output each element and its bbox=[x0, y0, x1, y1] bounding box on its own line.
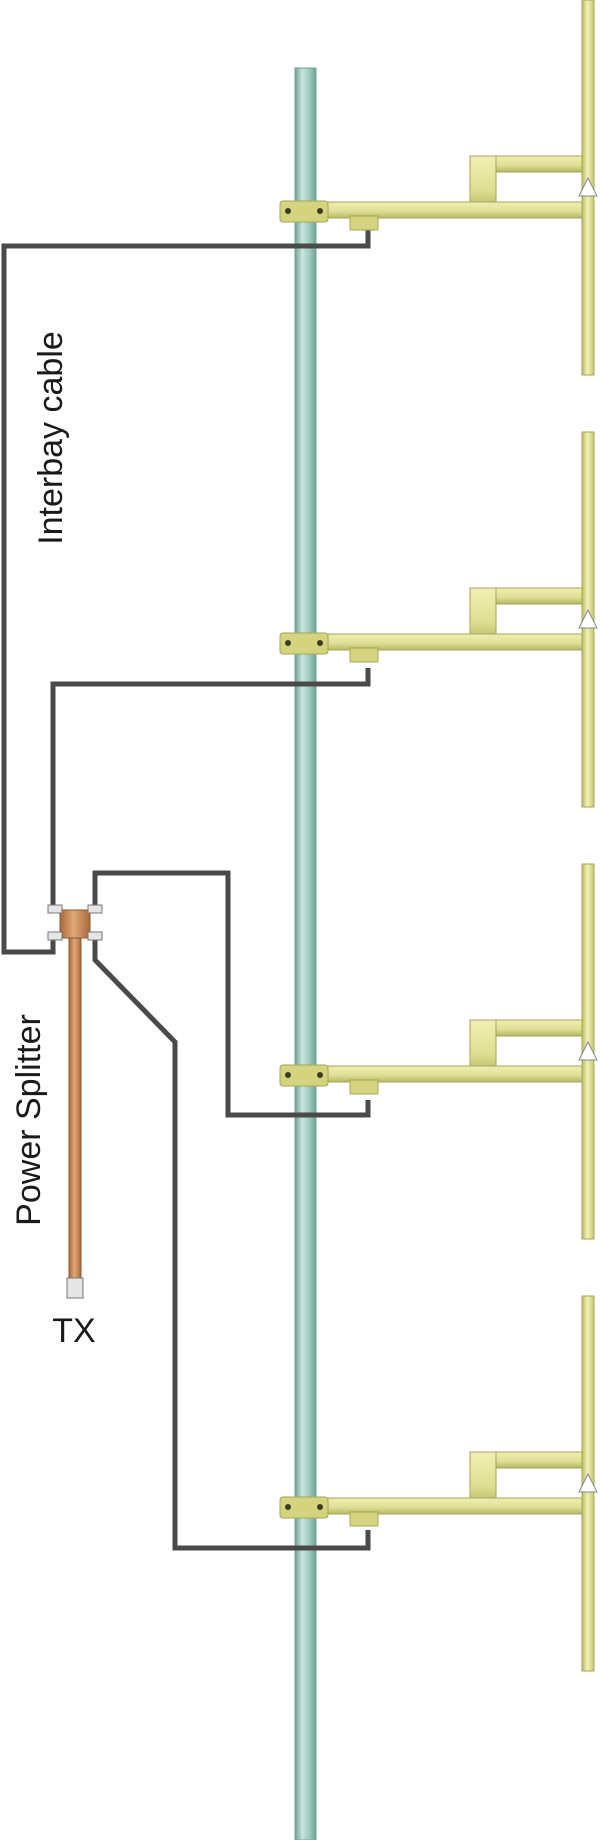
power-splitter-head bbox=[59, 909, 91, 939]
bay-1-insulator bbox=[578, 176, 598, 197]
bay-1-clamp bbox=[279, 200, 329, 223]
cable-bay-2 bbox=[50, 668, 371, 905]
bay-1 bbox=[279, 0, 598, 376]
bay-4 bbox=[279, 1295, 598, 1672]
cables bbox=[1, 230, 371, 1551]
tx-label: TX bbox=[52, 1312, 95, 1350]
cable-bay-3 bbox=[92, 870, 371, 1118]
power-splitter bbox=[47, 904, 103, 1299]
power-splitter-label: Power Splitter bbox=[10, 1014, 48, 1226]
cable-bay-1 bbox=[1, 230, 371, 955]
tx-connector bbox=[66, 1277, 84, 1299]
bay-3 bbox=[279, 863, 598, 1240]
power-splitter-body bbox=[68, 909, 82, 1279]
bay-1-feed-block bbox=[349, 215, 379, 231]
mast bbox=[294, 67, 317, 1840]
cable-bay-4 bbox=[92, 938, 371, 1551]
interbay-cable-label: Interbay cable bbox=[32, 331, 70, 545]
bay-2 bbox=[279, 431, 598, 808]
